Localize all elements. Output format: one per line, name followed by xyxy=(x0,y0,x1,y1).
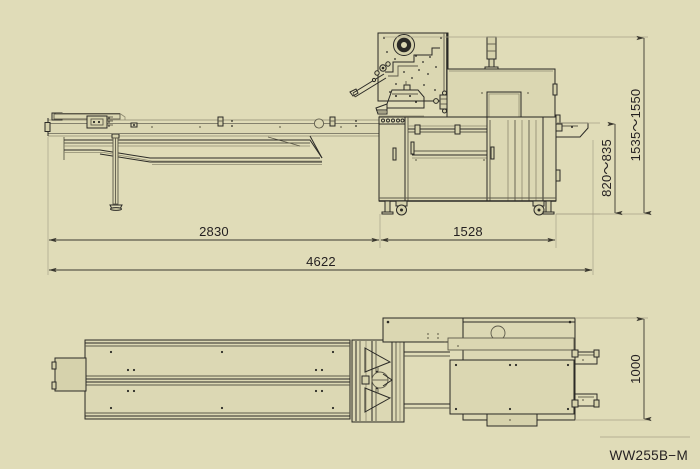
operator-panel-window xyxy=(486,91,522,120)
model-number-label: WW255B−M xyxy=(609,448,688,463)
machine-cabinet-lower xyxy=(378,114,561,202)
conveyor-detail-marks xyxy=(130,116,357,129)
button-row[interactable] xyxy=(378,116,406,125)
caster-wheels xyxy=(381,200,555,216)
dimension-1528: 1528 xyxy=(380,224,556,243)
model-label-block: WW255B−M xyxy=(600,436,690,463)
plan-former-assembly xyxy=(351,339,405,423)
dimension-4622-label: 4622 xyxy=(306,254,336,269)
former-box xyxy=(375,81,425,117)
dimension-2830: 2830 xyxy=(48,224,380,243)
infeed-control-box xyxy=(86,115,113,129)
dimension-2830-label: 2830 xyxy=(199,224,229,239)
dimension-work-height: 820～835 xyxy=(599,121,623,216)
film-feed-arm xyxy=(349,73,387,98)
plan-machine-cabinet xyxy=(404,317,576,427)
plan-discharge-section xyxy=(571,349,600,408)
film-reel-carriage xyxy=(374,32,449,102)
dimension-group-side: 2830 1528 4622 1535～1550 820～835 xyxy=(47,35,652,275)
dimension-overall-height: 1535～1550 xyxy=(628,35,652,216)
plan-top-cover xyxy=(382,317,464,343)
dimension-work-height-label: 820～835 xyxy=(599,139,614,197)
side-elevation-view xyxy=(44,32,589,216)
conveyor-support-leg xyxy=(109,133,123,211)
dimension-1000-label: 1000 xyxy=(628,354,643,384)
dimension-1000: 1000 xyxy=(628,316,652,422)
plan-view: 1000 xyxy=(51,316,652,427)
plan-infeed-conveyor xyxy=(51,339,351,420)
dimension-4622: 4622 xyxy=(48,254,593,273)
dimension-overall-height-label: 1535～1550 xyxy=(628,89,643,162)
infeed-conveyor xyxy=(44,112,380,211)
dimension-1528-label: 1528 xyxy=(453,224,483,239)
main-machine-body xyxy=(349,32,589,216)
machine-cabinet-upper xyxy=(446,36,558,120)
